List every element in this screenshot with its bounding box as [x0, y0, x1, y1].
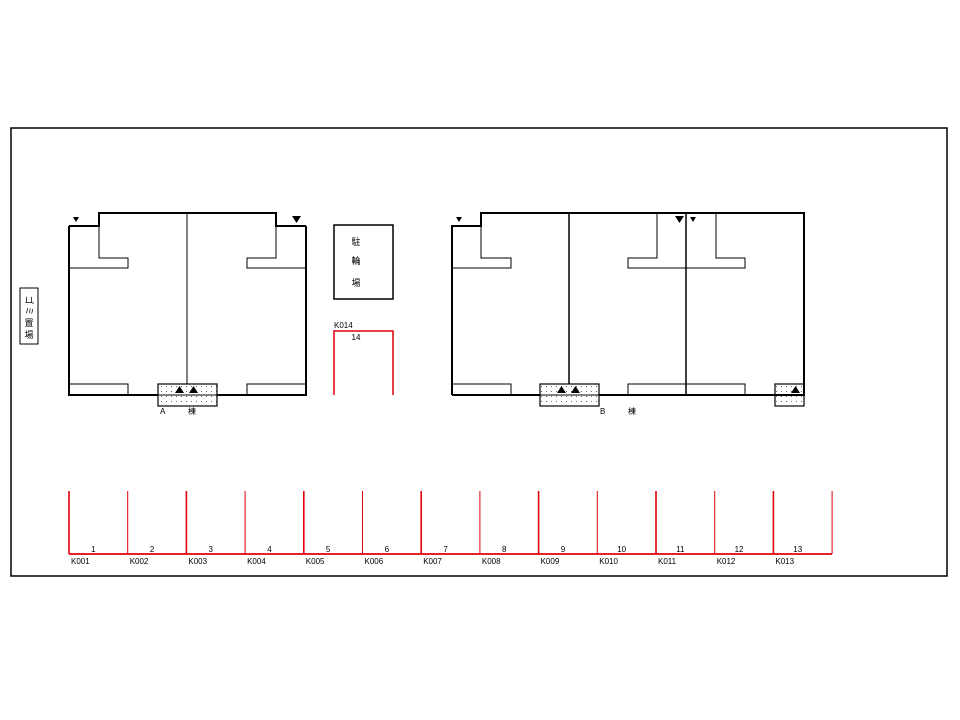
parking-code: K003: [188, 557, 207, 566]
bicycle-parking: 駐 輪 場: [333, 224, 394, 300]
garbage-char-3: 置: [24, 318, 33, 328]
parking-code: K005: [306, 557, 325, 566]
parking-number: 6: [385, 545, 390, 554]
down-triangle-icon: [456, 217, 462, 222]
parking-number: 1: [91, 545, 96, 554]
parking-code: K011: [658, 557, 677, 566]
bicycle-char-1: 駐: [351, 236, 360, 247]
bicycle-char-3: 場: [351, 277, 360, 288]
up-triangle-icon: [557, 386, 566, 393]
up-triangle-icon: [189, 386, 198, 393]
up-triangle-icon: [571, 386, 580, 393]
parking-number: 10: [617, 545, 626, 554]
down-triangle-icon: [73, 217, 79, 222]
parking-code: K001: [71, 557, 90, 566]
parking-number: 12: [735, 545, 744, 554]
down-triangle-icon: [292, 216, 301, 223]
up-triangle-icon: [791, 386, 800, 393]
parking-code: K013: [775, 557, 794, 566]
parking-number: 9: [561, 545, 566, 554]
parking-code: K002: [130, 557, 149, 566]
parking-code: K012: [717, 557, 736, 566]
garbage-station: ゴ ミ 置 場: [19, 287, 39, 345]
parking-code: K008: [482, 557, 501, 566]
down-triangle-icon: [690, 217, 696, 222]
parking-number: 2: [150, 545, 155, 554]
parking-number: 14: [352, 333, 361, 342]
building-a-suffix: 棟: [188, 406, 196, 416]
parking-code: K010: [599, 557, 618, 566]
parking-number: 3: [209, 545, 214, 554]
parking-number: 5: [326, 545, 331, 554]
site-boundary: [10, 127, 948, 577]
building-a-name: A: [160, 407, 166, 416]
building-b-suffix: 棟: [628, 406, 636, 416]
up-triangle-icon: [175, 386, 184, 393]
parking-code: K004: [247, 557, 266, 566]
down-triangle-icon: [675, 216, 684, 223]
parking-number: 8: [502, 545, 507, 554]
parking-code: K009: [541, 557, 560, 566]
building-b-name: B: [600, 407, 605, 416]
parking-number: 13: [793, 545, 802, 554]
parking-space-14: K014 14: [333, 321, 394, 395]
garbage-char-2: ミ: [24, 306, 34, 315]
parking-number: 4: [267, 545, 272, 554]
parking-code: K006: [365, 557, 384, 566]
parking-code: K014: [334, 321, 353, 330]
parking-number: 7: [443, 545, 448, 554]
parking-code: K007: [423, 557, 442, 566]
building-b: [451, 212, 805, 407]
garbage-char-4: 場: [24, 329, 33, 340]
parking-number: 11: [676, 545, 685, 554]
building-a: [68, 212, 307, 407]
garbage-char-1: ゴ: [24, 295, 35, 304]
bicycle-char-2: 輪: [351, 255, 360, 266]
storage-b: [774, 383, 805, 407]
